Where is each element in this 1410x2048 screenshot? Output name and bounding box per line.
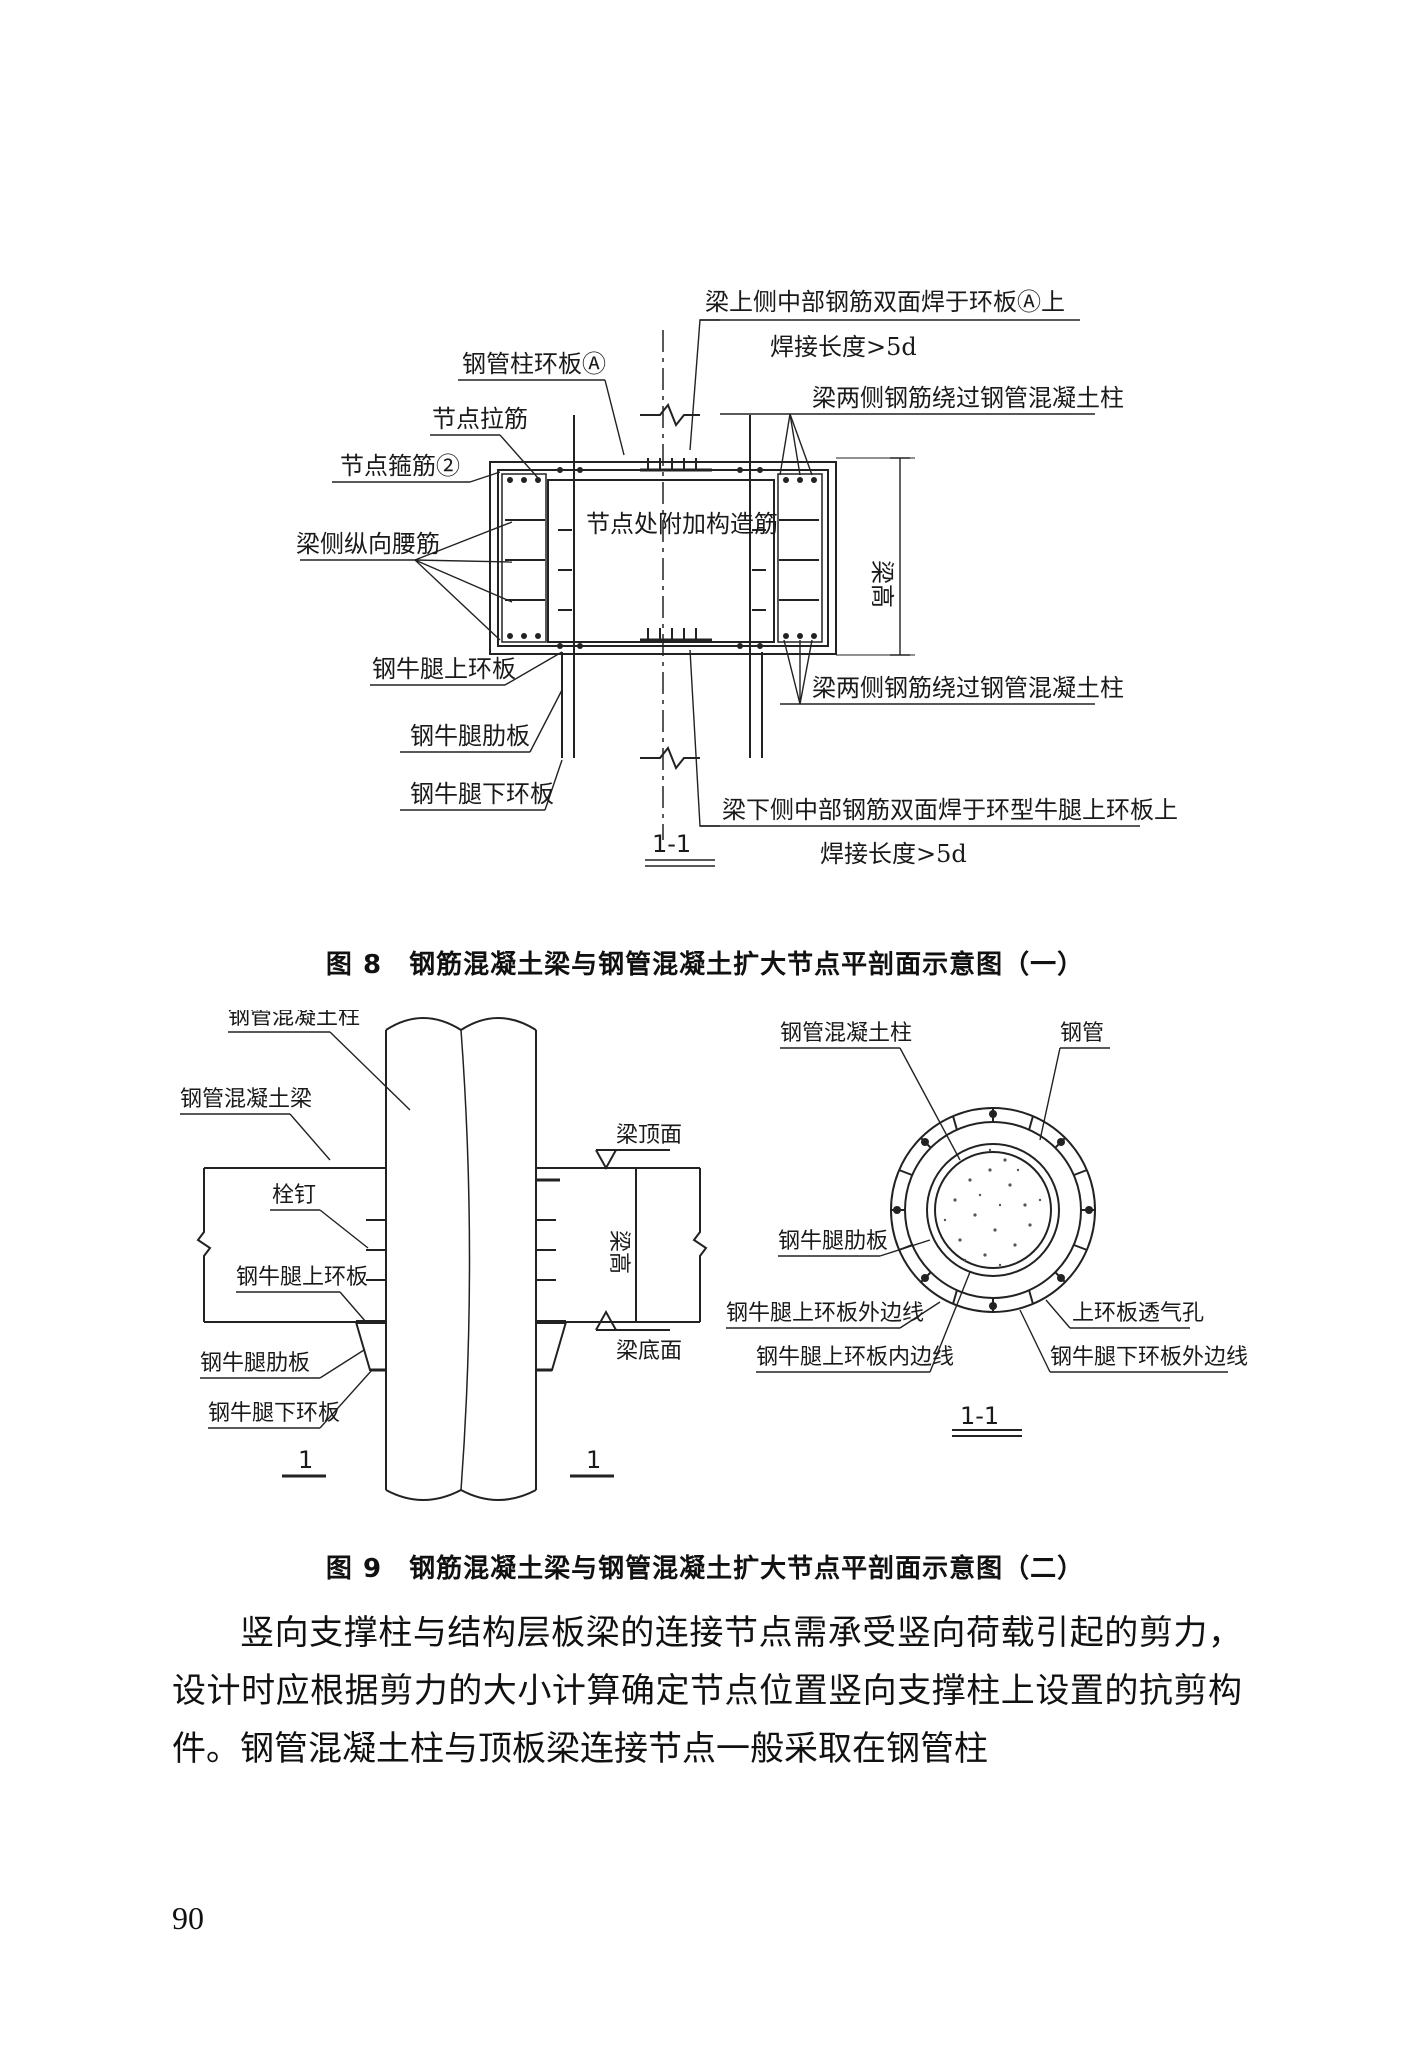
fig8-bracket-rib: 钢牛腿肋板: [410, 722, 530, 750]
fig8-bracket-lower-ring: 钢牛腿下环板: [410, 780, 554, 808]
fig8-center-note: 节点处附加构造筋: [586, 510, 778, 538]
fig9-section-column-label: 钢管混凝土柱: [780, 1021, 912, 1046]
fig8-beam-height: 梁高: [868, 560, 896, 608]
fig9-beam-bottom-label: 梁底面: [616, 1339, 682, 1364]
fig9-rib-label: 钢牛腿肋板: [200, 1351, 310, 1376]
fig8-ring-plate-label: 钢管柱环板Ⓐ: [462, 350, 606, 378]
fig8-section-mark: 1-1: [652, 830, 691, 858]
fig9-lower-outer-label: 钢牛腿下环板外边线: [1050, 1345, 1248, 1370]
figure-9-drawing: 钢管混凝土柱 钢管混凝土梁 栓钉 钢牛腿上环板 钢牛腿肋板 钢牛腿下环板 梁顶面…: [180, 1010, 1248, 1501]
fig8-top-note-1: 梁上侧中部钢筋双面焊于环板Ⓐ上: [705, 288, 1065, 316]
fig9-beam-top-label: 梁顶面: [616, 1123, 682, 1148]
fig8-side-bars-bottom: 梁两侧钢筋绕过钢管混凝土柱: [812, 674, 1124, 702]
fig9-section-mark: 1-1: [960, 1402, 999, 1430]
fig8-tie-bar-label: 节点拉筋: [432, 405, 528, 433]
fig9-lower-ring-label: 钢牛腿下环板: [208, 1401, 340, 1426]
figure-8-caption: 图 8 钢筋混凝土梁与钢管混凝土扩大节点平剖面示意图（一）: [325, 950, 1085, 980]
fig8-bottom-note-2: 焊接长度>5d: [820, 840, 967, 868]
fig9-cut-right: 1: [586, 1446, 601, 1474]
fig9-beam-height-label: 梁高: [606, 1230, 631, 1274]
figure-9-caption: 图 9 钢筋混凝土梁与钢管混凝土扩大节点平剖面示意图（二）: [325, 1554, 1085, 1584]
fig9-upper-ring-label: 钢牛腿上环板: [236, 1265, 368, 1290]
figure-8-drawing: 梁上侧中部钢筋双面焊于环板Ⓐ上 焊接长度>5d 钢管柱环板Ⓐ 节点拉筋 节点箍筋…: [296, 288, 1178, 868]
fig9-beam-label: 钢管混凝土梁: [180, 1087, 312, 1112]
fig8-bottom-note-1: 梁下侧中部钢筋双面焊于环型牛腿上环板上: [722, 796, 1178, 824]
fig9-upper-outer-label: 钢牛腿上环板外边线: [726, 1301, 924, 1326]
fig8-bracket-upper-ring: 钢牛腿上环板: [372, 655, 516, 683]
fig9-section-rib-label: 钢牛腿肋板: [778, 1229, 888, 1254]
fig9-steel-tube-label: 钢管: [1060, 1021, 1104, 1046]
fig9-upper-inner-label: 钢牛腿上环板内边线: [756, 1345, 954, 1370]
fig8-stirrup-label: 节点箍筋②: [340, 452, 460, 480]
fig8-top-note-2: 焊接长度>5d: [770, 333, 917, 361]
fig8-side-bars-top: 梁两侧钢筋绕过钢管混凝土柱: [812, 384, 1124, 412]
fig9-stud-label: 栓钉: [272, 1183, 316, 1208]
fig9-cut-left: 1: [298, 1446, 313, 1474]
page-number: 90: [172, 1900, 204, 1936]
fig8-waist-bars-label: 梁侧纵向腰筋: [296, 530, 440, 558]
fig9-column-label: 钢管混凝土柱: [228, 1010, 360, 1030]
body-paragraph: 竖向支撑柱与结构层板梁的连接节点需承受竖向荷载引起的剪力，设计时应根据剪力的大小…: [172, 1613, 1242, 1769]
fig9-vent-hole-label: 上环板透气孔: [1072, 1301, 1204, 1326]
